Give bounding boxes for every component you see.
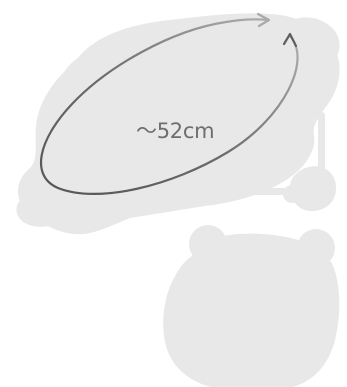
connector-vertical	[318, 112, 325, 174]
connector-knob-left	[283, 185, 301, 203]
bear-body	[163, 234, 339, 387]
connector-horizontal	[218, 188, 290, 195]
bear-silhouette	[163, 225, 339, 387]
measurement-label: ～52cm	[136, 119, 214, 143]
